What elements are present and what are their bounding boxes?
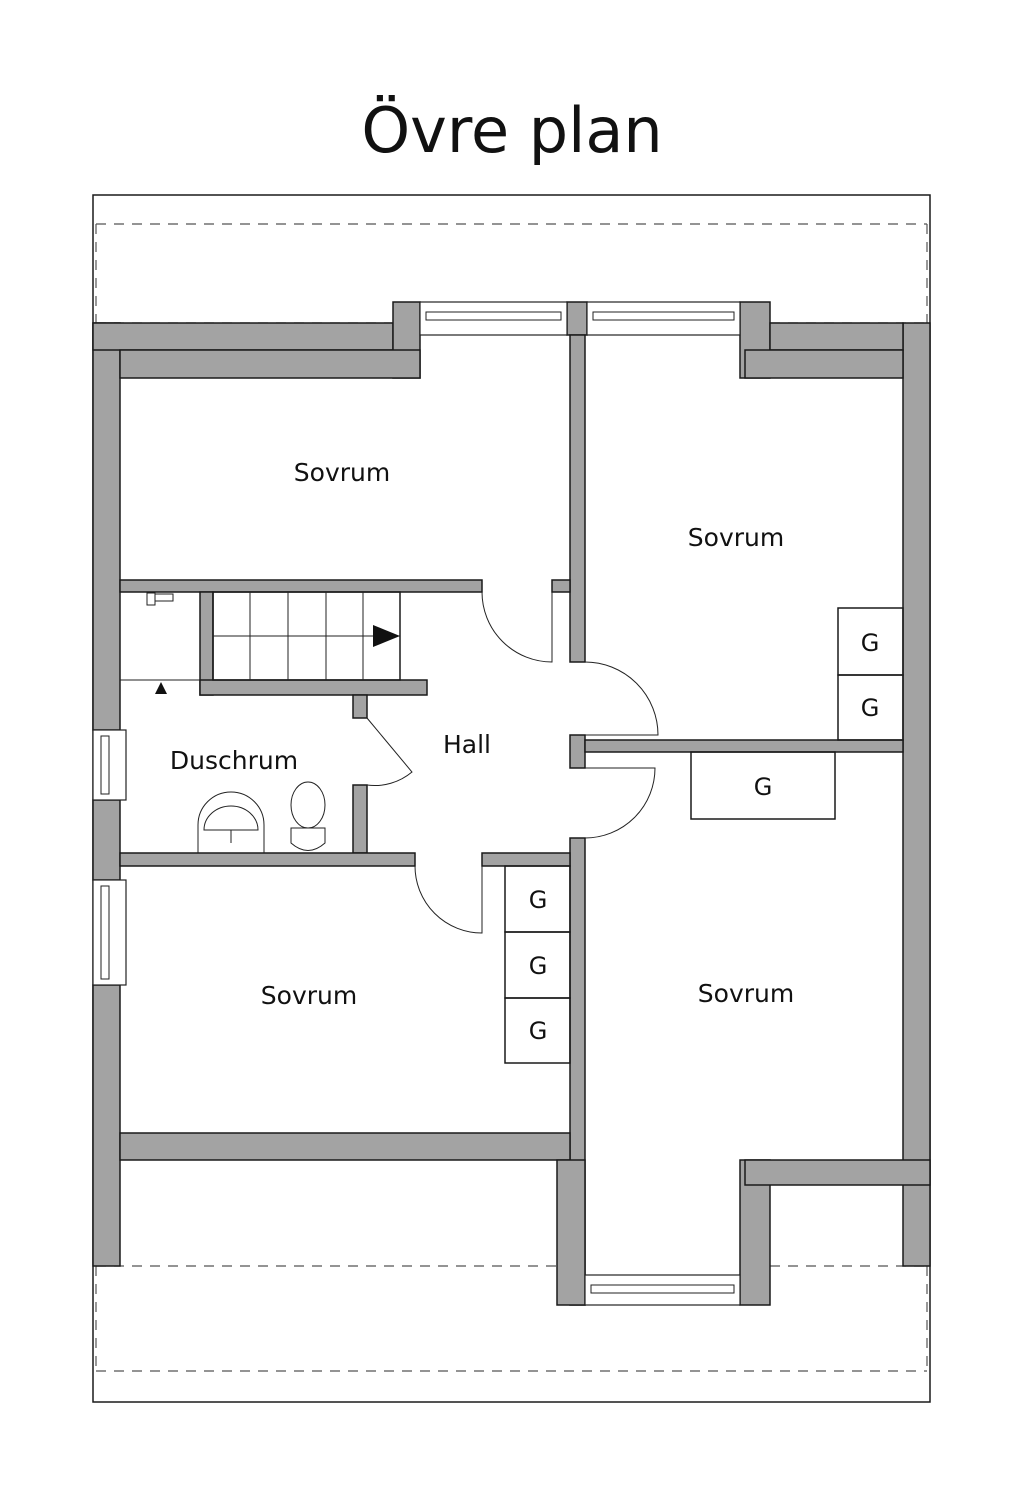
plan-title: Övre plan xyxy=(361,94,662,167)
closet xyxy=(690,751,836,820)
closet-label: G xyxy=(529,886,548,914)
closet-label: G xyxy=(754,773,773,801)
window-top-right xyxy=(586,301,741,336)
roof-lines xyxy=(95,223,928,1372)
closet-label: G xyxy=(861,694,880,722)
faucet-icon xyxy=(146,592,174,606)
window-bottom xyxy=(584,1274,741,1306)
closets: G G G G G G xyxy=(504,607,904,1064)
closet xyxy=(837,674,904,741)
closet-label: G xyxy=(861,629,880,657)
window-top-left xyxy=(419,301,568,336)
closet-label: G xyxy=(529,1017,548,1045)
room-label-bedroom: Sovrum xyxy=(261,981,357,1010)
room-label-hall: Hall xyxy=(443,730,491,759)
bathroom-fixtures xyxy=(197,781,326,853)
step-arrow-icon xyxy=(155,682,167,694)
room-label-bedroom: Sovrum xyxy=(294,458,390,487)
staircase xyxy=(120,591,401,694)
room-label-bedroom: Sovrum xyxy=(688,523,784,552)
closet-label: G xyxy=(529,952,548,980)
toilet-icon xyxy=(290,781,326,829)
doors xyxy=(366,591,659,934)
room-label-shower-room: Duschrum xyxy=(170,746,298,775)
stair-direction-arrow-icon xyxy=(373,625,400,647)
windows xyxy=(92,301,741,1306)
closet xyxy=(504,997,571,1064)
walls xyxy=(92,301,931,1306)
room-label-bedroom: Sovrum xyxy=(698,979,794,1008)
sink-icon xyxy=(197,791,265,853)
